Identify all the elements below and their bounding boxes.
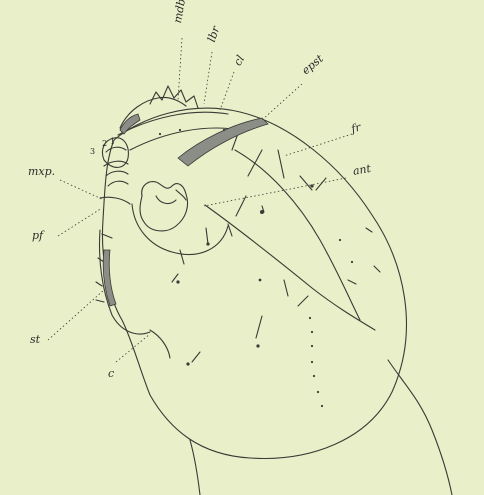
palp-segment-3: 3 — [90, 148, 95, 156]
mandible — [150, 86, 198, 108]
label-pf: pf — [32, 230, 43, 241]
label-ant: ant — [352, 163, 372, 177]
leader-pf — [58, 208, 102, 236]
neck-outline — [388, 360, 452, 495]
head-capsule-outline — [102, 108, 406, 458]
cardo — [150, 330, 170, 358]
leader-mxp — [60, 180, 104, 200]
antenna — [140, 182, 188, 231]
sensory-pores — [159, 129, 353, 407]
leader-epst — [262, 84, 302, 120]
leader-cl — [220, 72, 234, 110]
palp-segment-2: 2 — [102, 140, 107, 148]
leader-fr — [284, 134, 352, 156]
leader-ant — [204, 178, 346, 206]
leader-lbr — [204, 52, 212, 104]
palp-segment-1: 1 — [110, 138, 115, 146]
label-c: c — [108, 368, 114, 379]
epistomal-shade — [178, 118, 268, 166]
leader-st — [48, 290, 104, 340]
frontal-suture-left — [205, 205, 375, 330]
label-st: st — [30, 334, 40, 345]
gena-shade — [103, 250, 116, 306]
label-mxp: mxp. — [28, 166, 55, 177]
neck-outline-lower — [190, 440, 200, 495]
clypeus-shade — [120, 114, 140, 134]
